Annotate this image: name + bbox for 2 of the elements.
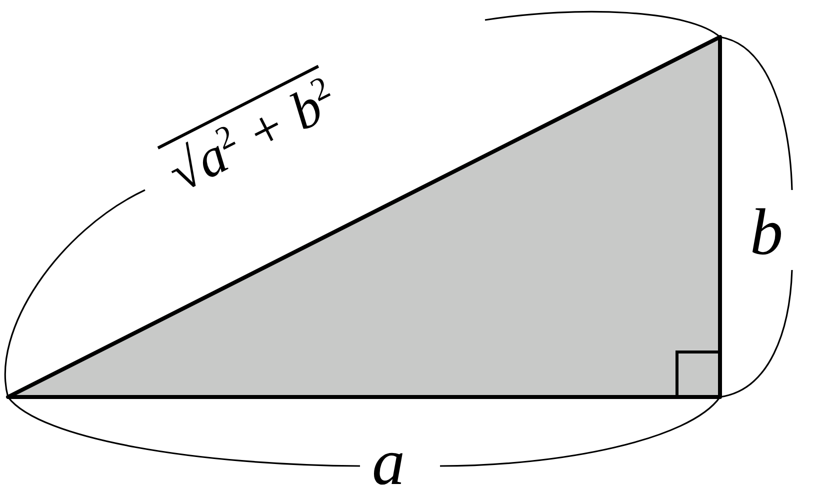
dimension-label: b (750, 200, 783, 266)
dimension-label: a (372, 430, 405, 495)
